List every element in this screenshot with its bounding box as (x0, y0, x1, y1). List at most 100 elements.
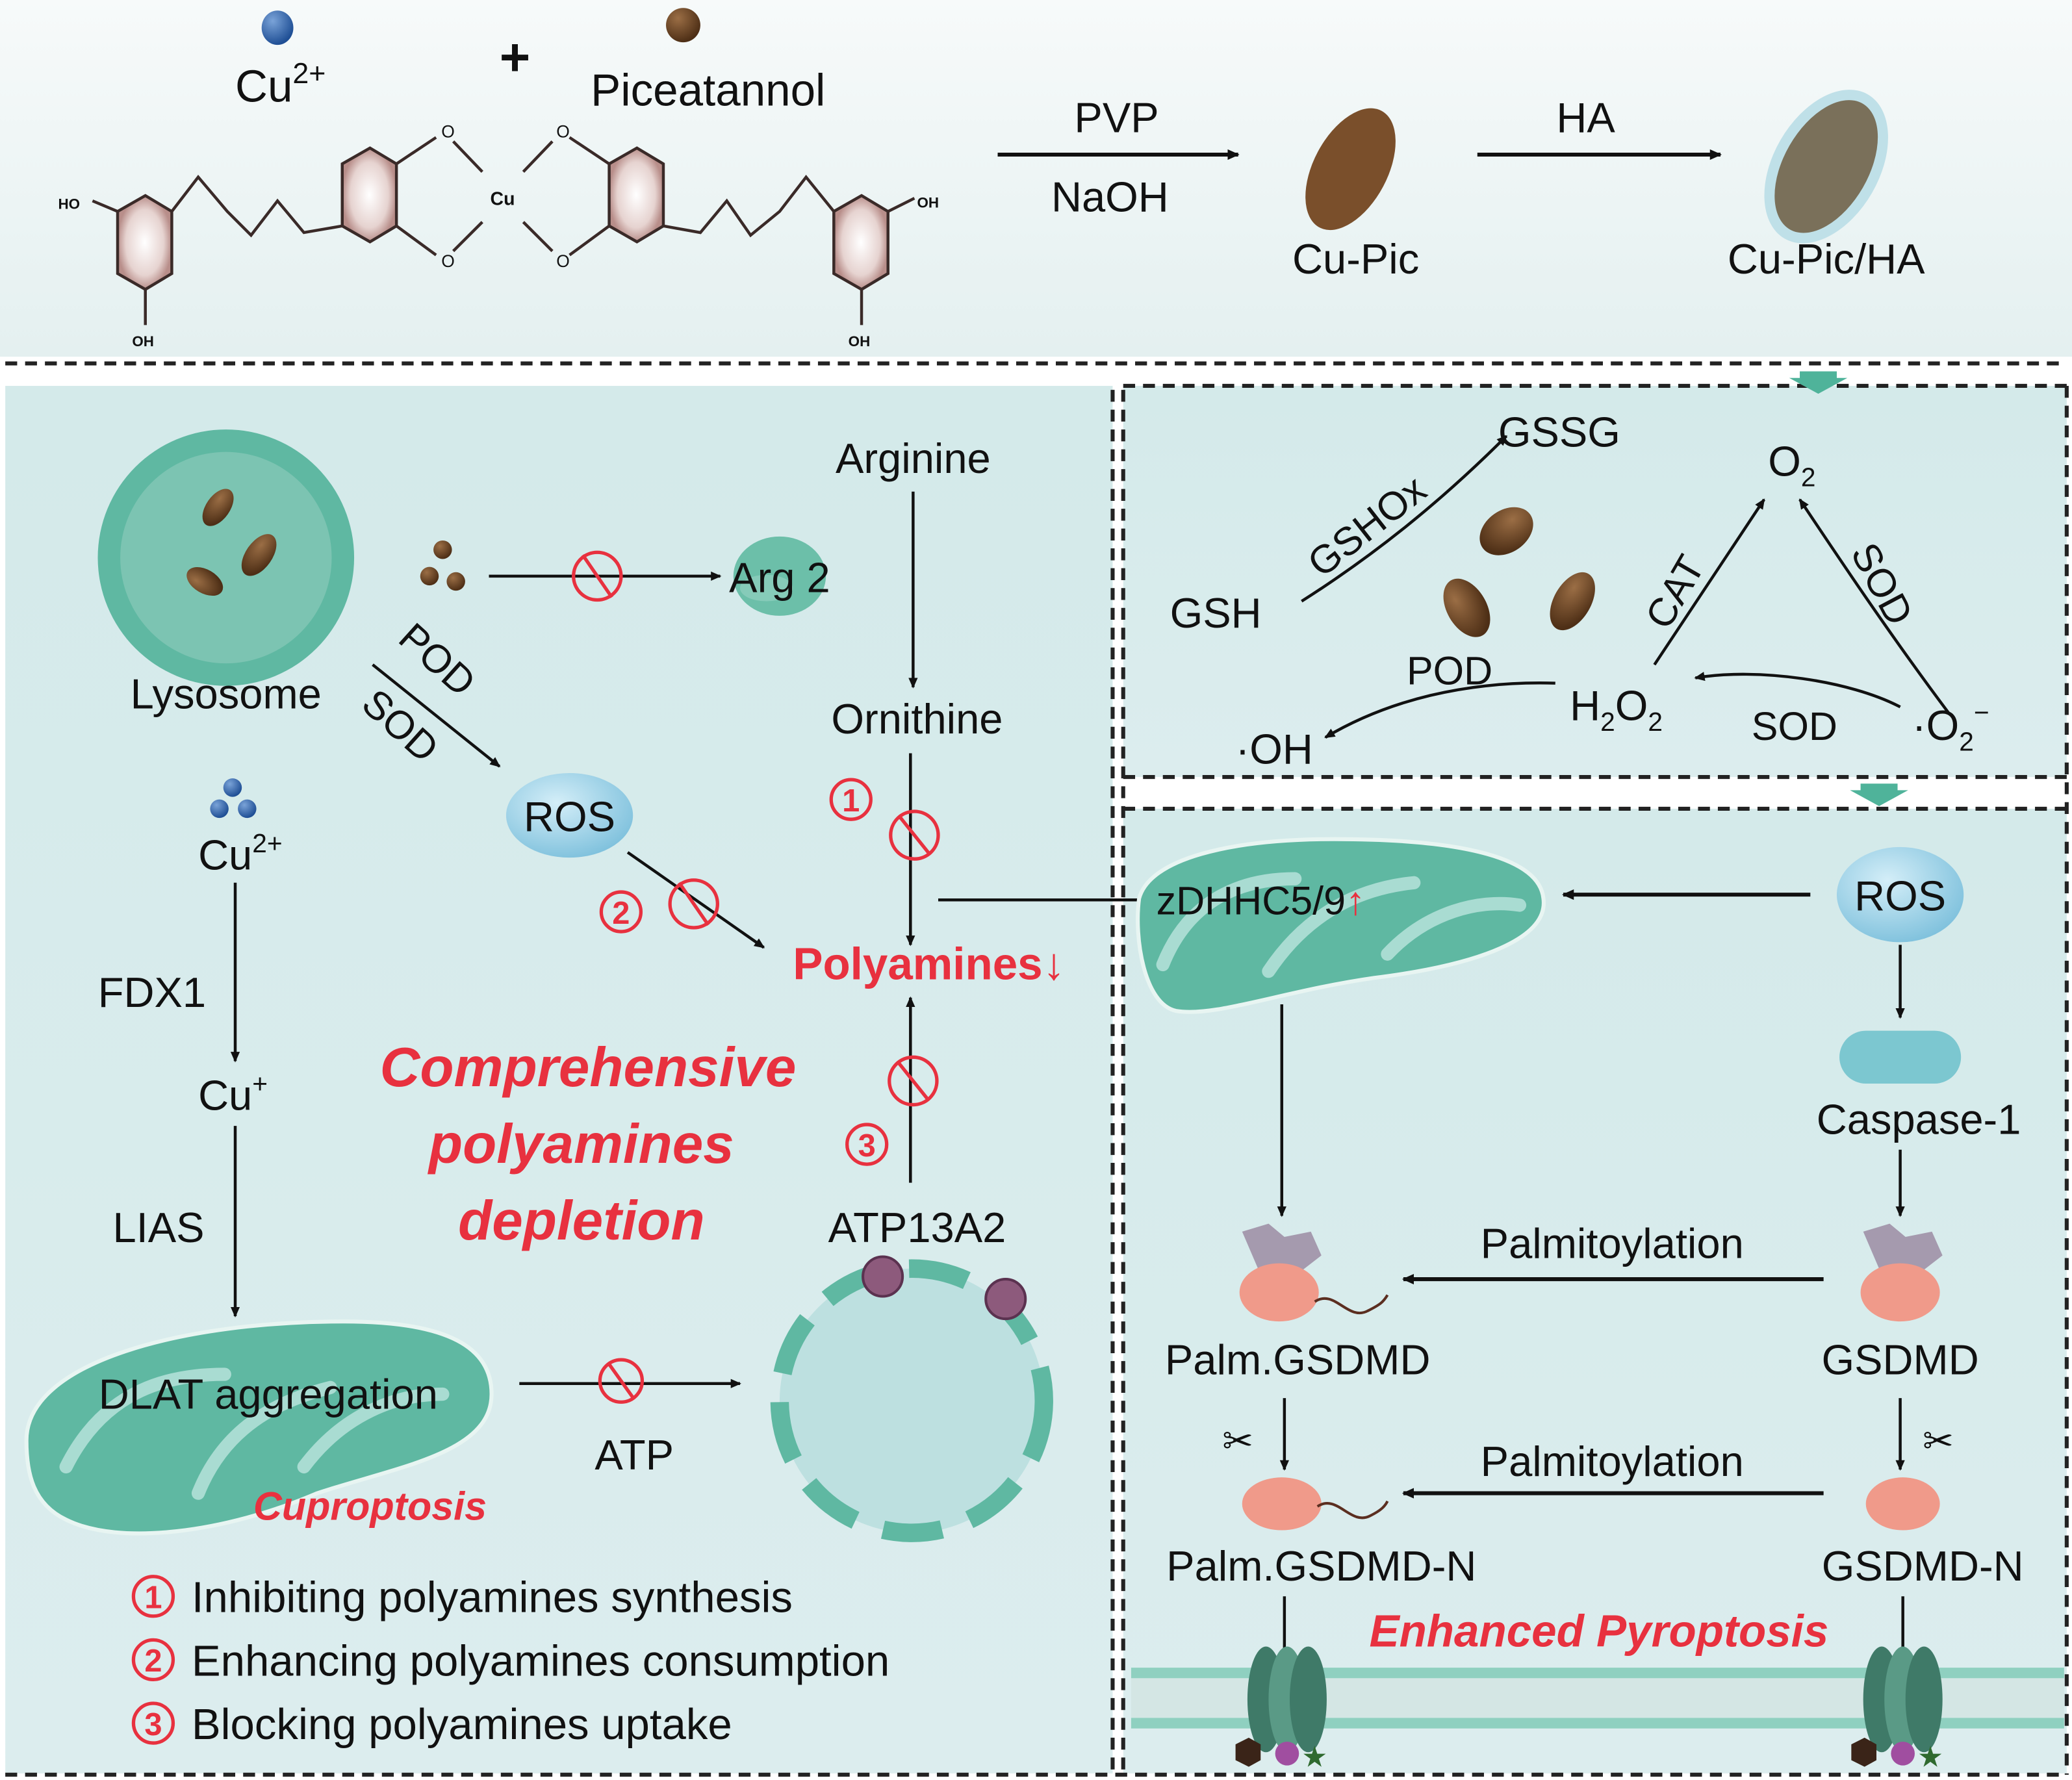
svg-text:GSDMD-N: GSDMD-N (1822, 1542, 2024, 1590)
legend-item-1: Inhibiting polyamines synthesis (192, 1573, 793, 1622)
svg-text:3: 3 (858, 1128, 876, 1163)
svg-text:3: 3 (144, 1707, 162, 1742)
zdhhc-label: zDHHC5/9↑ (1157, 879, 1366, 923)
legend: 1 Inhibiting polyamines synthesis 2 Enha… (131, 1573, 889, 1749)
svg-text:O: O (441, 122, 455, 142)
svg-text:Cu+: Cu+ (198, 1069, 268, 1119)
svg-text:Palm.GSDMD: Palm.GSDMD (1165, 1336, 1431, 1384)
piceatannol-label: Piceatannol (591, 65, 825, 116)
svg-text:O2: O2 (1768, 437, 1815, 492)
cu-label: Cu2+ (235, 57, 326, 111)
headline-line-2: polyamines (428, 1113, 734, 1175)
svg-text:★: ★ (1917, 1740, 1943, 1774)
cu-piceatannol-structure (92, 136, 915, 325)
svg-text:Caspase-1: Caspase-1 (1817, 1095, 2021, 1143)
pyroptosis-panel: zDHHC5/9↑ ROS Caspase-1 Palmitoylation P… (1131, 837, 2064, 1774)
svg-text:GSH: GSH (1170, 589, 1262, 637)
svg-text:Cu-Pic: Cu-Pic (1292, 235, 1419, 283)
scissors-icon: ✂ (1923, 1421, 1954, 1462)
gsdmd-pore-icon (1863, 1646, 1943, 1753)
headline-line-1: Comprehensive (380, 1037, 797, 1099)
marker-3-icon: 3 (845, 1123, 889, 1166)
mitochondrion-icon (1136, 837, 1546, 1014)
svg-text:O: O (441, 251, 455, 271)
svg-text:ROS: ROS (1854, 872, 1946, 920)
svg-text:OH: OH (132, 333, 154, 350)
gsdmd-icon (1860, 1223, 1943, 1322)
flow-down-icon (1789, 371, 1848, 394)
released-cytokines-icon: ★ ★ (1235, 1737, 1943, 1774)
svg-text:★: ★ (1301, 1740, 1327, 1774)
ros-icon (505, 772, 633, 858)
svg-text:·O2−: ·O2− (1912, 698, 1989, 757)
headline-line-3: depletion (458, 1190, 705, 1252)
svg-text:LIAS: LIAS (113, 1204, 205, 1251)
svg-text:GSSG: GSSG (1498, 409, 1620, 456)
svg-text:ATP13A2: ATP13A2 (828, 1204, 1006, 1251)
enzyme-panel-bg (1123, 385, 2067, 778)
svg-text:2: 2 (612, 896, 630, 931)
svg-text:OH: OH (917, 194, 939, 210)
svg-text:SOD: SOD (1752, 704, 1837, 748)
ros-icon (1836, 846, 1964, 943)
svg-text:Arg 2: Arg 2 (729, 553, 830, 601)
polyamine-panel: Lysosome Arg 2 Arginine Ornithine 1 POD … (24, 429, 1151, 1749)
inhibit-icon (668, 878, 719, 930)
piceatannol-icon (666, 8, 700, 43)
svg-text:GSDMD: GSDMD (1821, 1336, 1978, 1384)
palm-gsdmd-n-icon (1242, 1477, 1322, 1531)
cell-vesicle-icon (770, 1255, 1053, 1542)
inhibit-icon (598, 1358, 645, 1404)
gsdmd-n-icon (1865, 1477, 1940, 1531)
svg-text:PVP: PVP (1074, 94, 1158, 141)
svg-text:DLAT aggregation: DLAT aggregation (99, 1370, 438, 1418)
synthesis-panel-bg (0, 0, 2072, 357)
cu-pic-ha-nanoparticle-icon (1774, 100, 1878, 233)
palm-gsdmd-icon (1239, 1223, 1389, 1322)
copper-ion-icon (223, 778, 242, 797)
legend-item-2: Enhancing polyamines consumption (192, 1636, 889, 1685)
marker-1-icon: 1 (829, 778, 873, 821)
scissors-icon: ✂ (1222, 1421, 1253, 1462)
synthesis-scheme: Cu2+ + Piceatannol O O O O (58, 8, 1925, 350)
svg-text:1: 1 (144, 1581, 162, 1616)
svg-text:·OH: ·OH (1236, 726, 1313, 773)
svg-text:O: O (556, 122, 570, 142)
svg-text:Palmitoylation: Palmitoylation (1481, 1220, 1744, 1267)
svg-text:NaOH: NaOH (1051, 173, 1169, 220)
svg-text:FDX1: FDX1 (98, 969, 206, 1016)
svg-text:Palm.GSDMD-N: Palm.GSDMD-N (1166, 1542, 1476, 1590)
inhibit-icon (889, 809, 940, 861)
gsdmd-pore-icon (1247, 1646, 1327, 1753)
marker-2-icon: 2 (599, 890, 643, 934)
legend-item-3: Blocking polyamines uptake (192, 1700, 732, 1749)
svg-text:HA: HA (1556, 94, 1615, 141)
inhibit-icon (888, 1055, 939, 1107)
cu-pic-nanoparticle-icon (1305, 108, 1396, 231)
svg-text:HO: HO (58, 196, 80, 212)
plus-sign: + (500, 28, 531, 87)
svg-text:Lysosome: Lysosome (131, 670, 322, 717)
svg-text:OH: OH (849, 333, 871, 350)
svg-text:Palmitoylation: Palmitoylation (1481, 1438, 1744, 1485)
svg-text:Arginine: Arginine (836, 435, 991, 482)
caspase-icon (1839, 1030, 1962, 1084)
svg-text:Cu2+: Cu2+ (198, 828, 283, 878)
pyroptosis-headline: Enhanced Pyroptosis (1369, 1606, 1828, 1657)
flow-down-icon (1850, 783, 1908, 806)
copper-ion-icon (261, 10, 294, 45)
inhibit-icon (572, 550, 623, 602)
nanozyme-icon (1479, 507, 1533, 555)
svg-text:POD: POD (1407, 649, 1492, 693)
polyamines-label: Polyamines↓ (793, 938, 1065, 989)
cuproptosis-label: Cuproptosis (253, 1484, 487, 1528)
svg-text:Ornithine: Ornithine (831, 695, 1003, 743)
svg-text:ATP: ATP (595, 1431, 674, 1479)
svg-text:O: O (556, 251, 570, 271)
complex-cu-label: Cu (491, 188, 515, 209)
svg-text:2: 2 (144, 1644, 162, 1679)
svg-text:1: 1 (842, 783, 860, 819)
svg-text:Cu-Pic/HA: Cu-Pic/HA (1728, 235, 1925, 283)
svg-text:ROS: ROS (524, 793, 615, 840)
